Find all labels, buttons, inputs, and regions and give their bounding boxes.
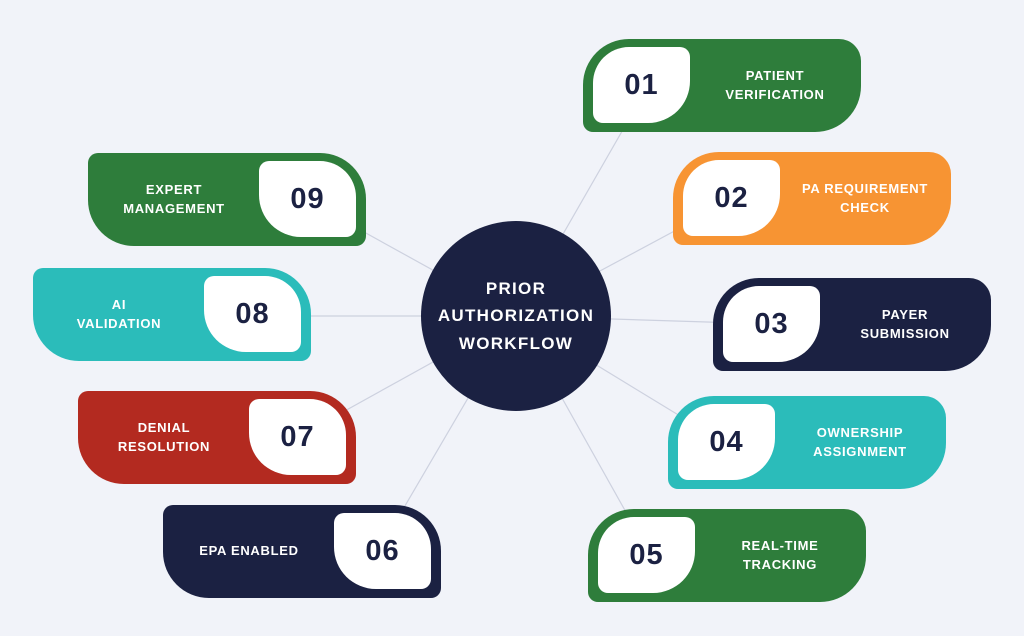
step-number-leaf: 03 — [723, 286, 820, 362]
step-number-leaf: 02 — [683, 160, 780, 236]
step-number-leaf: 06 — [334, 513, 431, 589]
step-label: REAL-TIME TRACKING — [741, 538, 819, 572]
step-number-leaf: 07 — [249, 399, 346, 475]
step-number-leaf: 08 — [204, 276, 301, 352]
step-number-leaf: 04 — [678, 404, 775, 480]
step-pill-payer-submission: 03 PAYER SUBMISSION — [713, 278, 991, 371]
step-number: 06 — [365, 534, 400, 567]
step-label: PATIENT VERIFICATION — [725, 68, 825, 102]
step-label: DENIAL RESOLUTION — [117, 420, 211, 454]
step-number-leaf: 01 — [593, 47, 690, 123]
step-label: PAYER SUBMISSION — [860, 307, 950, 341]
step-number: 02 — [714, 181, 749, 214]
step-label: PA REQUIREMENT CHECK — [801, 181, 929, 215]
step-pill-pa-requirement-check: 02 PA REQUIREMENT CHECK — [673, 152, 951, 245]
step-number: 05 — [629, 538, 664, 571]
center-title-circle: PRIOR AUTHORIZATION WORKFLOW — [421, 221, 611, 411]
step-number-leaf: 05 — [598, 517, 695, 593]
step-number: 04 — [709, 425, 744, 458]
step-label: AI VALIDATION — [76, 297, 162, 331]
step-label: EPA ENABLED — [199, 543, 299, 559]
step-number: 09 — [290, 182, 325, 215]
step-number: 07 — [280, 420, 315, 453]
step-pill-expert-management: 09 EXPERT MANAGEMENT — [88, 153, 366, 246]
step-number: 08 — [235, 297, 270, 330]
step-number: 03 — [754, 307, 789, 340]
step-number: 01 — [624, 68, 659, 101]
step-pill-epa-enabled: 06 EPA ENABLED — [163, 505, 441, 598]
step-pill-ownership-assignment: 04 OWNERSHIP ASSIGNMENT — [668, 396, 946, 489]
step-pill-patient-verification: 01 PATIENT VERIFICATION — [583, 39, 861, 132]
step-pill-real-time-tracking: 05 REAL-TIME TRACKING — [588, 509, 866, 602]
step-pill-denial-resolution: 07 DENIAL RESOLUTION — [78, 391, 356, 484]
step-number-leaf: 09 — [259, 161, 356, 237]
step-label: EXPERT MANAGEMENT — [123, 182, 225, 216]
step-pill-ai-validation: 08 AI VALIDATION — [33, 268, 311, 361]
step-label: OWNERSHIP ASSIGNMENT — [813, 425, 907, 459]
